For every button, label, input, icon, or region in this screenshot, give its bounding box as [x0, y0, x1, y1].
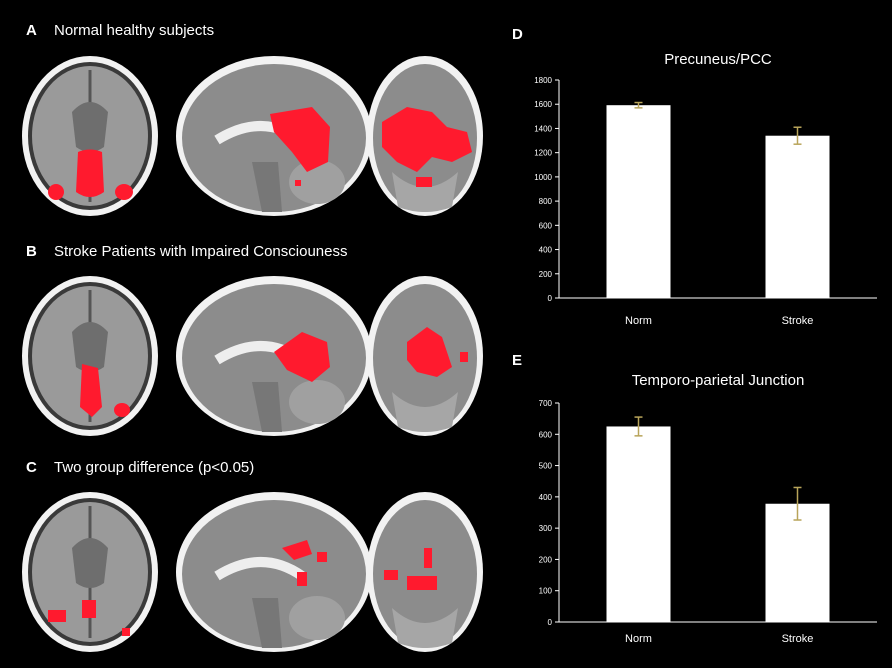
chart-title: Precuneus/PCC [664, 51, 772, 68]
y-tick-label: 500 [539, 462, 553, 471]
panel-letter-d: D [512, 26, 523, 43]
bar-stroke [765, 135, 830, 298]
category-label: Stroke [782, 633, 814, 645]
y-tick-label: 0 [548, 294, 553, 303]
bar-norm [606, 105, 671, 298]
panel-letter-b: B [26, 243, 37, 260]
panel-letter-a: A [26, 22, 37, 39]
y-tick-label: 400 [539, 246, 553, 255]
brain-slices-c [22, 492, 483, 652]
coronal-slice-b [367, 276, 483, 436]
panel-title-a: Normal healthy subjects [54, 22, 215, 39]
chart-tpj: Temporo-parietal Junction 0 100 200 300 400 50… [539, 372, 877, 645]
bar-stroke [765, 503, 830, 622]
y-tick-label: 600 [539, 430, 553, 439]
brain-slices-b [22, 276, 483, 436]
panel-title-b: Stroke Patients with Impaired Conscioune… [54, 243, 348, 260]
y-tick-label: 700 [539, 399, 553, 408]
axial-slice-b [22, 276, 158, 436]
y-tick-label: 400 [539, 493, 553, 502]
coronal-slice-c [367, 492, 483, 652]
brain-row-b [12, 272, 492, 442]
y-tick-label: 300 [539, 524, 553, 533]
coronal-slice-a [367, 56, 483, 216]
panel-letter-e: E [512, 352, 523, 369]
panel-title-c: Two group difference (p<0.05) [54, 459, 255, 476]
y-tick-label: 200 [539, 555, 553, 564]
y-tick-label: 1600 [534, 100, 552, 109]
y-tick-label: 1400 [534, 124, 552, 133]
category-label: Norm [625, 633, 652, 645]
bar-norm [606, 426, 671, 622]
chart-precuneus: Precuneus/PCC 0 200 400 600 800 1000 1200 1400 16… [534, 51, 877, 327]
brain-row-c [12, 488, 492, 658]
y-tick-label: 100 [539, 587, 553, 596]
figure-frame: A Normal healthy subjects [12, 12, 882, 660]
y-tick-label: 1000 [534, 173, 552, 182]
y-tick-label: 1200 [534, 149, 552, 158]
brain-slices-a [22, 56, 483, 216]
sagittal-slice-c [176, 492, 372, 652]
category-label: Stroke [782, 315, 814, 327]
y-tick-label: 600 [539, 221, 553, 230]
panel-letter-c: C [26, 459, 37, 476]
y-tick-label: 200 [539, 270, 553, 279]
category-label: Norm [625, 315, 652, 327]
chart-title: Temporo-parietal Junction [632, 372, 805, 389]
axial-slice-c [22, 492, 158, 652]
chart-e-container: Temporo-parietal Junction 0 100 200 300 400 50… [507, 357, 887, 657]
sagittal-slice-a [176, 56, 372, 216]
sagittal-slice-b [176, 276, 372, 436]
chart-d-container: Precuneus/PCC 0 200 400 600 800 1000 1200 1400 16… [507, 42, 887, 332]
y-tick-label: 800 [539, 197, 553, 206]
y-tick-label: 0 [548, 618, 553, 627]
axial-slice-a [22, 56, 158, 216]
y-tick-label: 1800 [534, 76, 552, 85]
brain-row-a [12, 52, 492, 222]
